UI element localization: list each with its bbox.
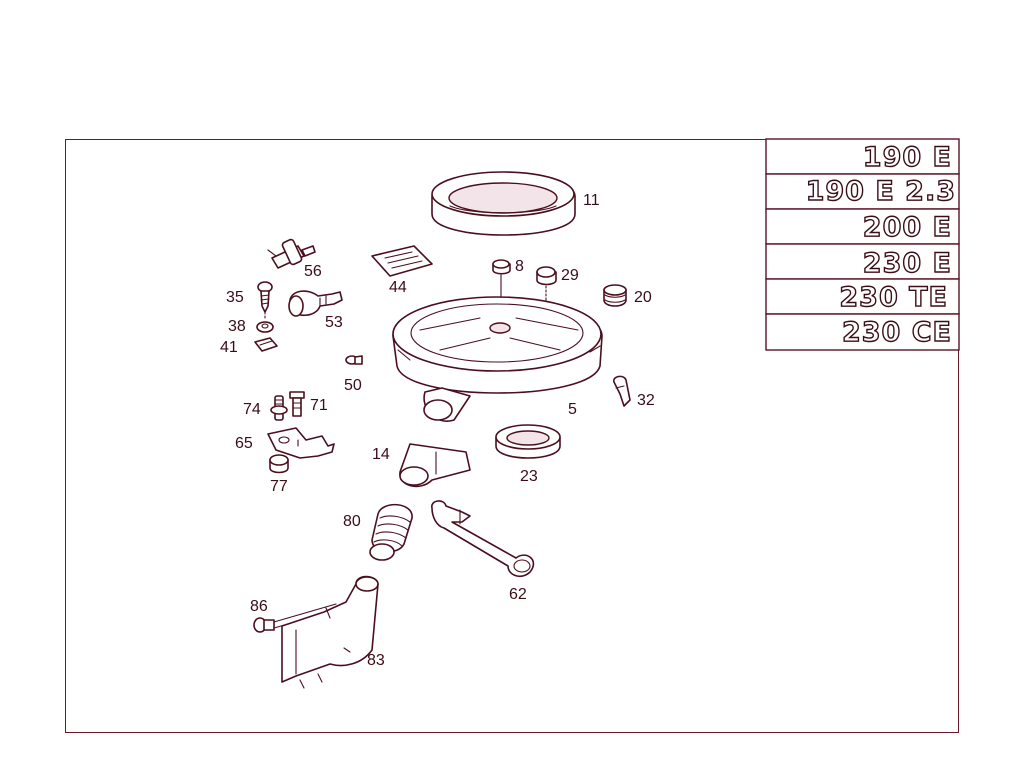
bracket-clip	[613, 375, 631, 407]
hex-bolt	[289, 391, 305, 417]
callout: 41	[220, 339, 238, 356]
seal-ring	[495, 424, 561, 459]
callout: 53	[325, 314, 343, 331]
callout: 74	[243, 401, 261, 418]
callout: 50	[344, 377, 362, 394]
air-filter-element	[431, 171, 576, 236]
callout: 5	[568, 401, 577, 418]
callout: 83	[367, 652, 385, 669]
sensor-part	[267, 238, 316, 269]
model-badge: 230 E	[863, 248, 952, 279]
model-badge-table: 190 E 190 E 2.3 200 E 230 E 230 TE 230 C…	[765, 138, 960, 351]
callout: 77	[270, 478, 288, 495]
model-badge: 230 CE	[842, 317, 952, 348]
intake-tube-bracket	[281, 575, 379, 689]
intake-duct	[399, 443, 471, 488]
callout: 71	[310, 397, 328, 414]
leader-lines	[264, 311, 299, 447]
mounting-bracket	[267, 427, 335, 459]
label-plate	[371, 245, 433, 277]
corrugated-hose	[369, 503, 413, 561]
callout: 44	[389, 279, 407, 296]
badge-cell	[765, 173, 960, 210]
callout: 8	[515, 258, 524, 275]
badge-cell	[765, 313, 960, 351]
callout: 56	[304, 263, 322, 280]
grommet-part	[603, 284, 627, 307]
callout: 20	[634, 289, 652, 306]
small-bolt	[345, 355, 363, 365]
badge-cell	[765, 243, 960, 280]
callout: 65	[235, 435, 253, 452]
stud-bolt	[270, 395, 288, 421]
callout: 23	[520, 468, 538, 485]
callout: 35	[226, 289, 244, 306]
callout: 32	[637, 392, 655, 409]
model-badge: 190 E 2.3	[806, 176, 956, 207]
nut-part	[269, 454, 289, 474]
screw-part	[257, 281, 273, 313]
callout: 80	[343, 513, 361, 530]
breather-hose	[431, 500, 535, 578]
callout: 14	[372, 446, 390, 463]
diagram-frame	[65, 139, 959, 733]
callout: 62	[509, 586, 527, 603]
air-cleaner-housing	[392, 296, 603, 422]
callout: 11	[583, 192, 600, 209]
model-badge: 190 E	[863, 142, 952, 173]
model-badge: 200 E	[863, 212, 952, 243]
callout: 38	[228, 318, 246, 335]
clip-part	[254, 337, 278, 352]
washer-part	[256, 321, 274, 333]
callout-labels: 11 8 29 20 56 44 35 53 38 41 50 5 32 74 …	[220, 192, 655, 669]
badge-cell	[765, 208, 960, 245]
callout: 86	[250, 598, 268, 615]
hose-connector	[288, 290, 343, 317]
callout: 29	[561, 267, 579, 284]
model-badge: 230 TE	[839, 282, 948, 313]
